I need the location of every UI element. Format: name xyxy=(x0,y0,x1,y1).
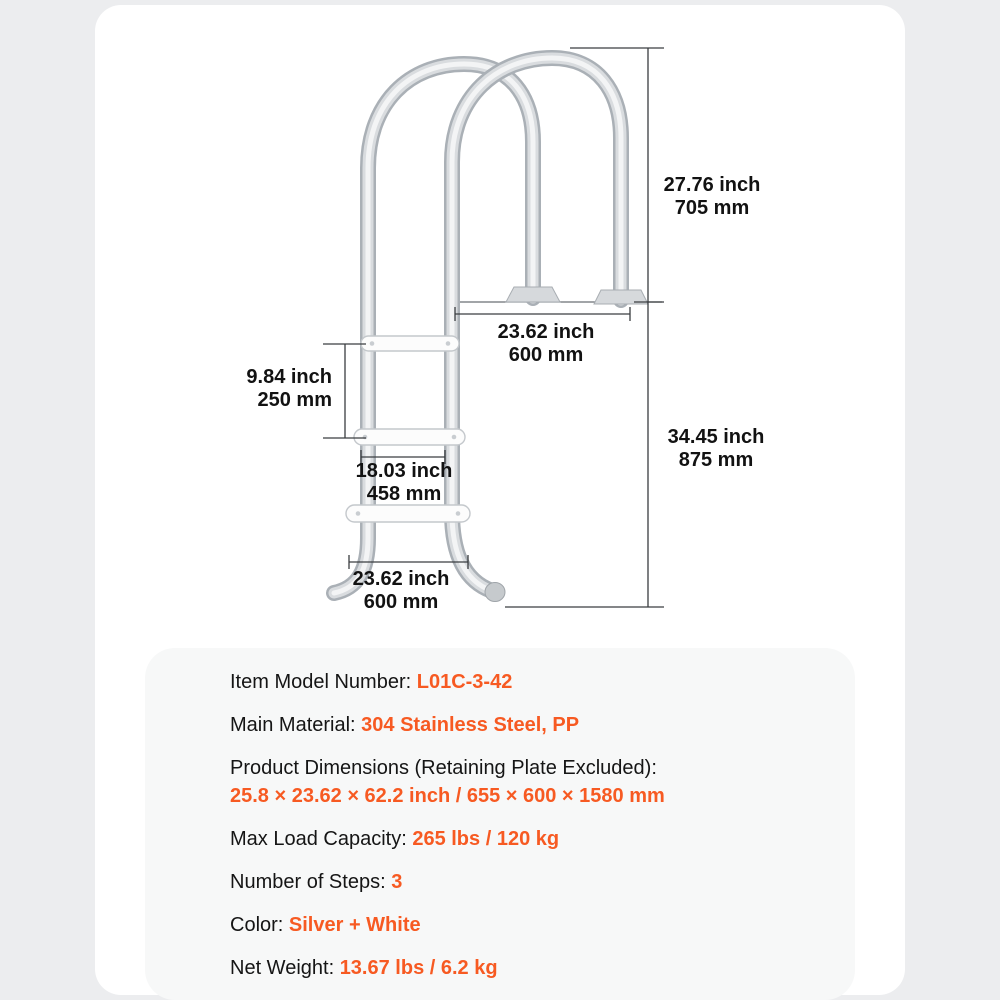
spec-value: 13.67 lbs / 6.2 kg xyxy=(339,957,498,979)
spec-row-steps: Number of Steps: 3 xyxy=(230,870,815,895)
spec-value: Silver + White xyxy=(288,914,421,936)
dim-top-width: 23.62 inch 600 mm xyxy=(497,321,595,366)
spec-row-model-number: Item Model Number: L01C-3-42 xyxy=(230,670,815,695)
spec-row-material: Main Material: 304 Stainless Steel, PP xyxy=(230,713,815,738)
dim-bottom-width: 23.62 inch 600 mm xyxy=(352,568,450,613)
spec-value: L01C-3-42 xyxy=(416,671,513,693)
step-1 xyxy=(360,335,460,352)
spec-row-weight: Net Weight: 13.67 lbs / 6.2 kg xyxy=(230,956,815,981)
spec-value: 265 lbs / 120 kg xyxy=(412,828,560,850)
spec-label: Max Load Capacity: xyxy=(230,828,413,850)
spec-label: Product Dimensions (Retaining Plate Excl… xyxy=(230,757,657,779)
ladder-diagram xyxy=(323,47,664,608)
mounting-flange-right xyxy=(593,289,649,305)
step-2 xyxy=(353,428,466,446)
dimension-lines xyxy=(323,47,664,608)
dim-step-width: 18.03 inch 458 mm xyxy=(355,460,453,505)
spec-value: 3 xyxy=(391,871,403,893)
step-3 xyxy=(345,504,471,523)
spec-value: 25.8 × 23.62 × 62.2 inch / 655 × 600 × 1… xyxy=(230,785,665,807)
ladder-rails xyxy=(326,49,629,602)
spec-panel: Item Model Number: L01C-3-42 Main Materi… xyxy=(145,648,855,1000)
rail-foot-cap xyxy=(484,582,506,602)
spec-label: Net Weight: xyxy=(230,957,340,979)
spec-row-dimensions: Product Dimensions (Retaining Plate Excl… xyxy=(230,756,815,809)
ladder-steps xyxy=(345,335,471,523)
spec-label: Number of Steps: xyxy=(230,871,392,893)
spec-row-load-capacity: Max Load Capacity: 265 lbs / 120 kg xyxy=(230,827,815,852)
spec-row-color: Color: Silver + White xyxy=(230,913,815,938)
spec-label: Item Model Number: xyxy=(230,671,417,693)
dim-lower-height: 34.45 inch 875 mm xyxy=(667,426,765,471)
spec-label: Color: xyxy=(230,914,289,936)
dim-step-spacing: 9.84 inch 250 mm xyxy=(246,366,332,411)
mounting-flanges xyxy=(505,286,649,305)
spec-value: 304 Stainless Steel, PP xyxy=(361,714,580,736)
spec-label: Main Material: xyxy=(230,714,362,736)
mounting-flange-left xyxy=(505,286,561,303)
dim-upper-height: 27.76 inch 705 mm xyxy=(663,174,761,219)
